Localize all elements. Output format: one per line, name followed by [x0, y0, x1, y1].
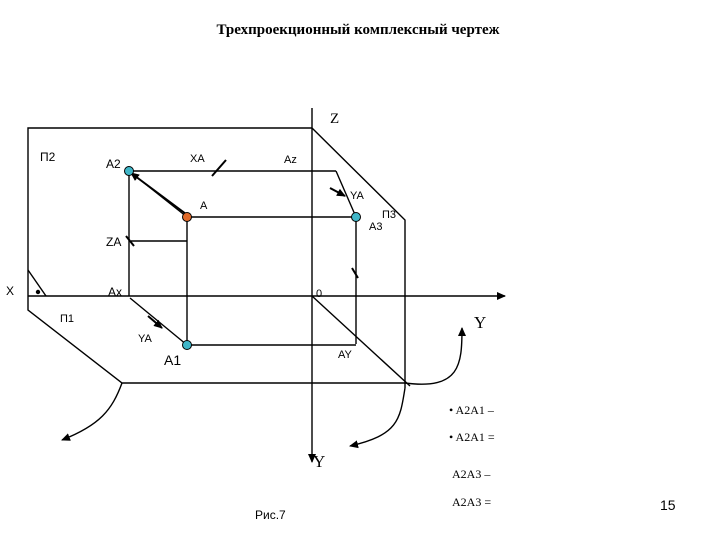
label-xa: XA [190, 153, 205, 165]
label-origin: 0 [316, 288, 322, 300]
label-z-axis: Z [330, 111, 339, 127]
arc-arrow-up [404, 327, 466, 385]
label-a2: A2 [106, 157, 121, 171]
corner-dot [35, 289, 41, 295]
plane-p2-outline [27, 127, 312, 296]
label-ya-top: YA [350, 190, 365, 202]
plane-p1-outline [27, 296, 405, 384]
label-ay: AY [338, 349, 353, 361]
label-a3: A3 [369, 221, 382, 233]
bullet-a2a1-2: • A2A1 = [449, 430, 495, 444]
point-a3 [351, 212, 361, 222]
label-ax: Ax [108, 285, 122, 299]
label-p1: П1 [60, 313, 74, 325]
figure-caption: Рис.7 [255, 508, 286, 522]
arc-arrow-left-down [61, 382, 123, 441]
label-y-axis-bottom: Y [313, 452, 325, 471]
line-az-a3 [335, 170, 357, 218]
label-za: ZA [106, 235, 121, 249]
label-x-axis: X [6, 284, 14, 298]
y-axis-diagonal [311, 295, 411, 387]
arc-arrow-right-down [349, 387, 406, 449]
label-y-axis-right: Y [474, 313, 486, 332]
bullet-a2a1-1: • A2A1 – [449, 403, 495, 417]
page-number: 15 [660, 497, 676, 513]
plane-p3-outline [311, 127, 406, 388]
tick-xa [211, 159, 227, 177]
label-ya-bottom: YA [138, 333, 153, 345]
tick-za [125, 235, 135, 247]
label-p3: П3 [382, 209, 396, 221]
label-a: A [200, 200, 208, 212]
page-title: Трехпроекционный комплексный чертеж [216, 22, 499, 38]
arrow-ya-bottom [147, 315, 163, 329]
plane-corner-fold [27, 269, 47, 297]
arrow-ya-top [329, 187, 346, 197]
label-a1: A1 [164, 352, 181, 368]
arrow-a-to-a2 [130, 172, 187, 215]
bullet-a2a3-2: A2A3 = [452, 495, 491, 509]
point-a1 [182, 340, 192, 350]
label-p2: П2 [40, 150, 56, 164]
point-a2 [124, 166, 134, 176]
label-az: Az [284, 154, 297, 166]
point-a [182, 212, 192, 222]
bullet-a2a3-1: A2A3 – [452, 467, 491, 481]
tick-y-axis [351, 267, 359, 279]
